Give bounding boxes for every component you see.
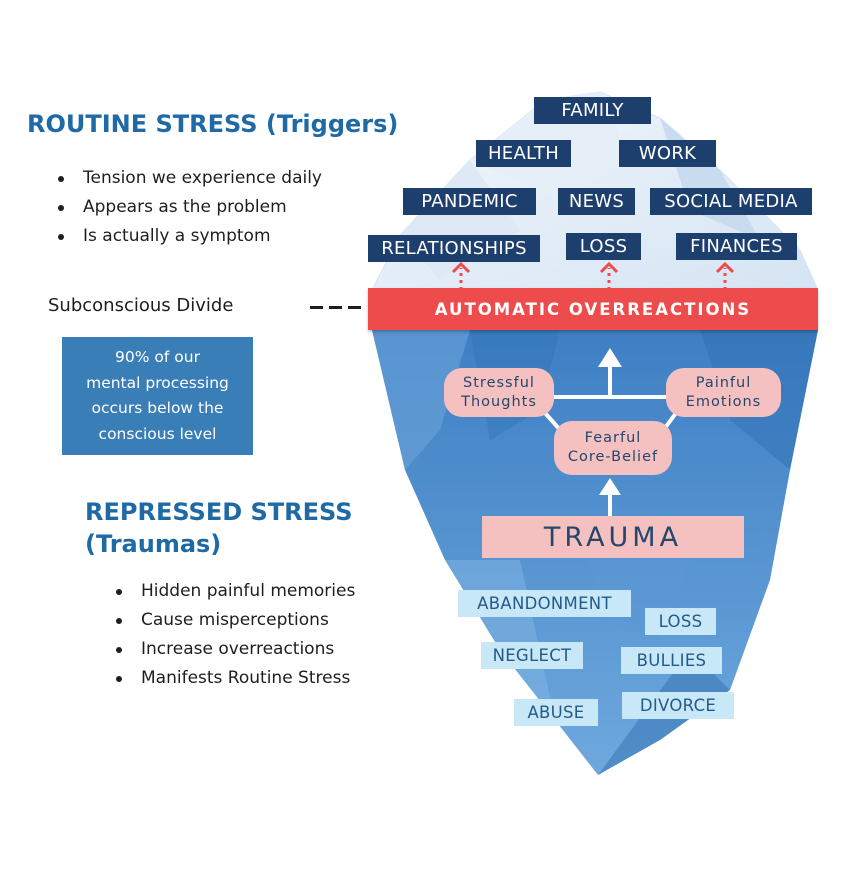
repressed-stress-list: Hidden painful memories Cause mispercept… <box>113 577 413 693</box>
trauma-bullies: BULLIES <box>621 647 722 674</box>
stressful-thoughts-pill: Stressful Thoughts <box>444 368 554 417</box>
chevron-up-icon <box>715 261 735 274</box>
list-item: Manifests Routine Stress <box>113 664 413 693</box>
trigger-work: WORK <box>619 140 716 167</box>
list-item: Cause misperceptions <box>113 606 413 635</box>
trauma-divorce: DIVORCE <box>622 692 734 719</box>
list-item: Increase overreactions <box>113 635 413 664</box>
up-arrow-icon <box>598 348 622 367</box>
info-box: 90% of our mental processing occurs belo… <box>62 337 253 455</box>
info-line: conscious level <box>98 424 217 443</box>
routine-stress-list: Tension we experience daily Appears as t… <box>55 164 375 251</box>
trauma-loss: LOSS <box>645 608 716 635</box>
divider-dash <box>310 306 323 309</box>
chevron-up-icon <box>451 261 471 274</box>
trigger-health: HEALTH <box>476 140 571 167</box>
info-line: occurs below the <box>91 399 224 417</box>
info-line: mental processing <box>86 373 229 392</box>
info-line: 90% of our <box>115 348 200 366</box>
repressed-heading-line: (Traumas) <box>85 530 222 558</box>
automatic-overreactions-band: AUTOMATIC OVERREACTIONS <box>368 288 818 330</box>
divider-dash <box>329 306 342 309</box>
trauma-neglect: NEGLECT <box>481 642 583 669</box>
trauma-abandonment: ABANDONMENT <box>458 590 631 617</box>
trigger-finances: FINANCES <box>676 233 797 260</box>
trigger-news: NEWS <box>558 188 635 215</box>
pill-line: Fearful <box>584 430 642 446</box>
chevron-up-icon <box>599 261 619 274</box>
trigger-loss: LOSS <box>566 233 641 260</box>
pill-line: Thoughts <box>461 393 537 410</box>
trigger-family: FAMILY <box>534 97 651 124</box>
routine-stress-heading: ROUTINE STRESS (Triggers) <box>27 110 399 138</box>
painful-emotions-pill: Painful Emotions <box>666 368 781 417</box>
repressed-stress-heading: REPRESSED STRESS (Traumas) <box>85 496 353 560</box>
pill-line: Emotions <box>685 393 762 410</box>
pill-line: Stressful <box>463 374 535 391</box>
trauma-abuse: ABUSE <box>514 699 598 726</box>
divider-dash <box>348 306 361 309</box>
list-item: Appears as the problem <box>55 193 375 222</box>
list-item: Hidden painful memories <box>113 577 413 606</box>
trauma-box: TRAUMA <box>482 516 744 558</box>
trigger-relationships: RELATIONSHIPS <box>368 235 540 262</box>
list-item: Is actually a symptom <box>55 222 375 251</box>
repressed-heading-line: REPRESSED STRESS <box>85 498 353 526</box>
pill-line: Core-Belief <box>567 449 659 465</box>
trigger-social-media: SOCIAL MEDIA <box>650 188 812 215</box>
list-item: Tension we experience daily <box>55 164 375 193</box>
up-arrow-icon <box>599 478 621 495</box>
fearful-core-belief-pill: Fearful Core-Belief <box>554 421 672 475</box>
pill-line: Painful <box>695 374 752 391</box>
trigger-pandemic: PANDEMIC <box>403 188 536 215</box>
subconscious-divide-label: Subconscious Divide <box>48 295 234 316</box>
